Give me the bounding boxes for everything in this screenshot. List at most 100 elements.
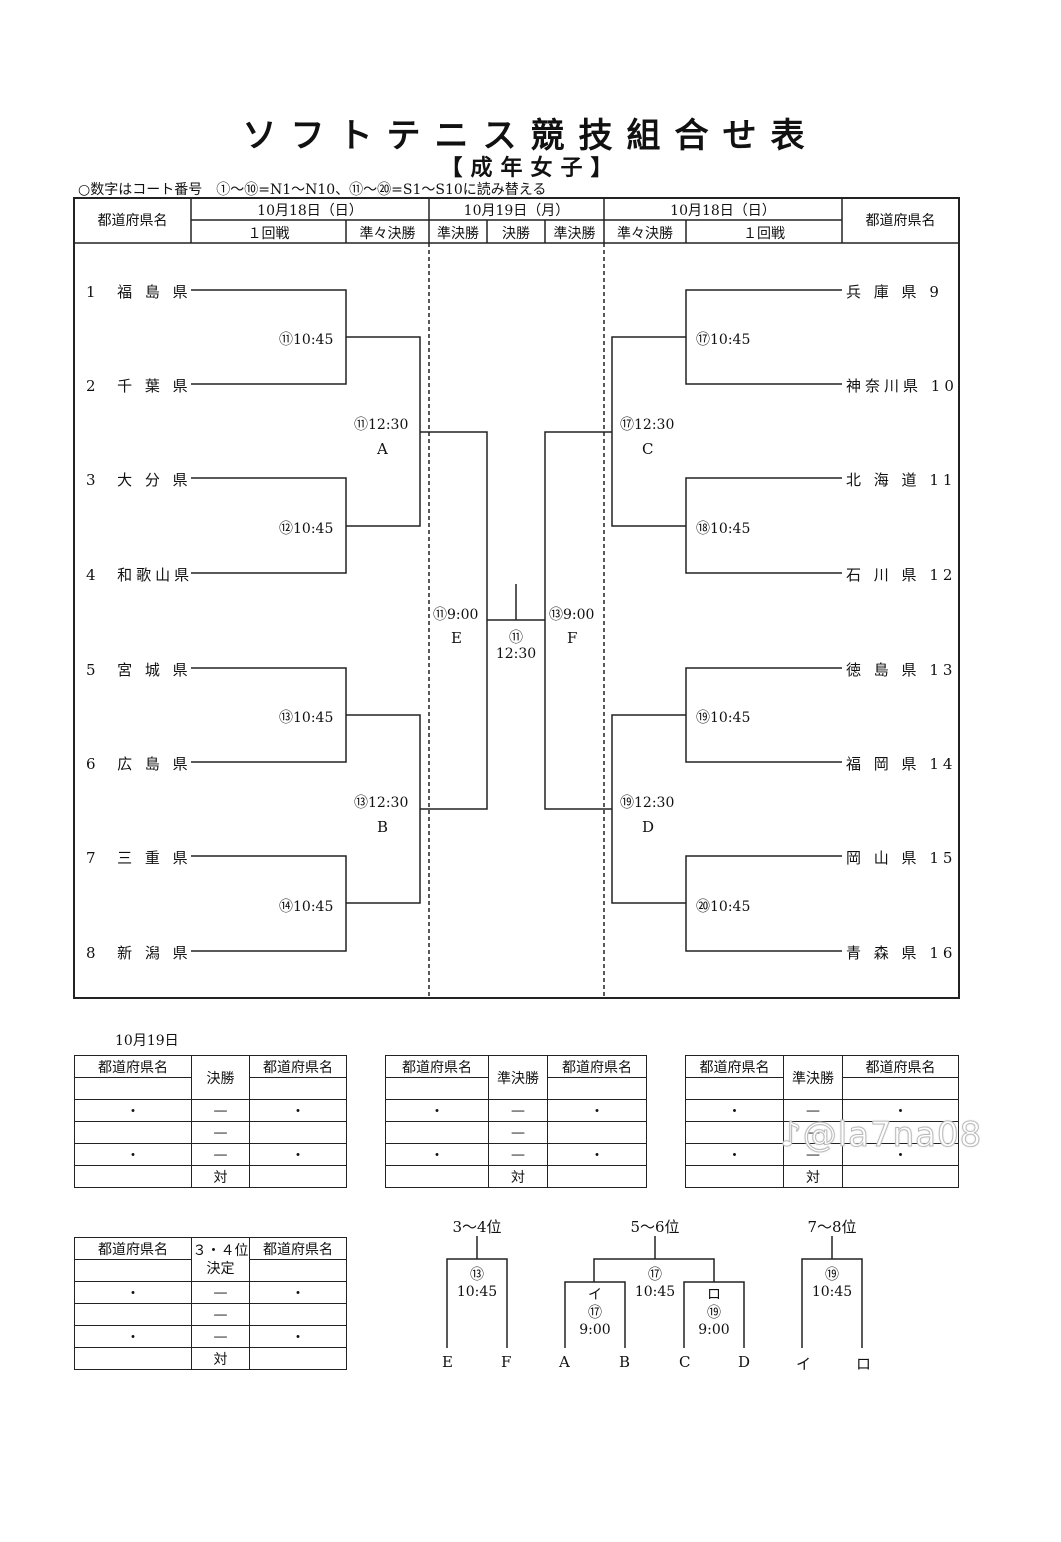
team-right: 神奈川県 10 <box>846 377 958 395</box>
dash-cell: — <box>191 1281 250 1304</box>
blank-cell[interactable] <box>249 1347 347 1370</box>
pref-header-right: 都道府県名 <box>865 213 936 229</box>
p56-right-court: ⑲ <box>707 1305 721 1321</box>
p56-bottom: A <box>559 1353 570 1371</box>
semi-time-left: ⑪9:00 <box>433 607 479 623</box>
blank-cell[interactable] <box>547 1077 647 1100</box>
pref-cell: 都道府県名 <box>74 1237 192 1260</box>
p56-right-time: 9:00 <box>698 1322 730 1338</box>
blank-cell[interactable] <box>547 1165 647 1188</box>
dot-cell: ・ <box>249 1281 347 1304</box>
team-right: 青 森 県 16 <box>846 944 957 962</box>
blank-cell[interactable] <box>685 1077 784 1100</box>
page-title: ソフトテニス競技組合せ表 <box>242 116 819 156</box>
vs-cell: 対 <box>783 1165 843 1188</box>
team-left: 5 宮 城 県 <box>86 661 192 679</box>
blank-cell[interactable] <box>685 1121 784 1144</box>
final-court: ⑪ <box>509 630 523 646</box>
blank-cell[interactable] <box>74 1303 192 1326</box>
match-time: ⑪10:45 <box>279 332 334 348</box>
dash-cell: — <box>191 1325 250 1348</box>
round-cell: 準決勝 <box>488 1055 548 1100</box>
round-cell: 準決勝 <box>783 1055 843 1100</box>
blank-cell[interactable] <box>685 1165 784 1188</box>
dot-cell: ・ <box>385 1099 489 1122</box>
p34-court: ⑬ <box>470 1267 484 1283</box>
quarter-right: 準々決勝 <box>617 226 673 242</box>
semi-result-table: 都道府県名準決勝都道府県名 ・—・ — ・—・ 対 <box>685 1055 959 1188</box>
p56-left-court: ⑰ <box>588 1305 602 1321</box>
blank-cell[interactable] <box>249 1259 347 1282</box>
dot-cell: ・ <box>249 1143 347 1166</box>
blank-cell[interactable] <box>249 1303 347 1326</box>
p78-right: ロ <box>856 1355 872 1373</box>
round1-left: １回戦 <box>247 226 290 242</box>
date-left: 10月18日（日） <box>257 203 363 219</box>
p34-time: 10:45 <box>456 1284 498 1300</box>
pref-cell: 都道府県名 <box>74 1055 192 1078</box>
dash-cell: — <box>488 1143 548 1166</box>
round-cell: 決勝 <box>191 1055 250 1100</box>
p56-left-label: イ <box>588 1287 602 1303</box>
dot-cell: ・ <box>74 1281 192 1304</box>
semi-label-right: F <box>567 629 578 647</box>
semi-label-left: E <box>451 629 462 647</box>
blank-cell[interactable] <box>842 1077 959 1100</box>
dot-cell: ・ <box>685 1099 784 1122</box>
match-time: ⑲10:45 <box>696 710 751 726</box>
blank-cell[interactable] <box>74 1121 192 1144</box>
tiktok-watermark: ♪@la7na08 <box>779 1115 983 1156</box>
pref-header-left: 都道府県名 <box>97 213 168 229</box>
p56-time: 10:45 <box>634 1284 676 1300</box>
results-date: 10月19日 <box>115 1033 179 1049</box>
match-time: ⑭10:45 <box>279 899 334 915</box>
dash-cell: — <box>783 1143 843 1166</box>
p56-right-label: ロ <box>707 1287 721 1303</box>
blank-cell[interactable] <box>385 1121 489 1144</box>
p56-bottom: D <box>738 1353 751 1371</box>
team-left: 8 新 潟 県 <box>86 944 192 962</box>
p78-court: ⑲ <box>825 1267 839 1283</box>
quarter-time: ⑬12:30 <box>354 795 409 811</box>
dot-cell: ・ <box>547 1099 647 1122</box>
dot-cell: ・ <box>249 1325 347 1348</box>
round1-right: １回戦 <box>743 226 785 242</box>
quarter-time: ⑲12:30 <box>620 795 675 811</box>
team-left: 1 福 島 県 <box>86 283 192 301</box>
pref-cell: 都道府県名 <box>685 1055 784 1078</box>
p56-title: 5〜6位 <box>630 1218 680 1236</box>
semi-right: 準決勝 <box>553 226 596 242</box>
team-right: 徳 島 県 13 <box>846 661 957 679</box>
blank-cell[interactable] <box>74 1259 192 1282</box>
blank-cell[interactable] <box>385 1077 489 1100</box>
final-time: 12:30 <box>495 646 537 662</box>
team-right: 北 海 道 11 <box>846 471 957 489</box>
p78-left: イ <box>796 1355 812 1373</box>
p56-bottom: C <box>679 1353 691 1371</box>
pref-cell: 都道府県名 <box>547 1055 647 1078</box>
team-left: 6 広 島 県 <box>86 755 192 773</box>
match-time: ⑫10:45 <box>279 521 334 537</box>
dash-cell: — <box>191 1099 250 1122</box>
p56-court: ⑰ <box>648 1267 662 1283</box>
blank-cell[interactable] <box>249 1077 347 1100</box>
blank-cell[interactable] <box>547 1121 647 1144</box>
dash-cell: — <box>488 1099 548 1122</box>
team-left: 4 和歌山県 <box>86 566 194 584</box>
dot-cell: ・ <box>74 1099 192 1122</box>
blank-cell[interactable] <box>249 1121 347 1144</box>
blank-cell[interactable] <box>74 1165 192 1188</box>
quarter-label: B <box>377 818 389 836</box>
blank-cell[interactable] <box>385 1165 489 1188</box>
court-note: ○数字はコート番号 ①〜⑩=N1〜N10、⑪〜⑳=S1〜S10に読み替える <box>78 182 547 198</box>
dash-cell: — <box>191 1143 250 1166</box>
blank-cell[interactable] <box>842 1165 959 1188</box>
match-time: ⑳10:45 <box>696 899 751 915</box>
dot-cell: ・ <box>385 1143 489 1166</box>
vs-cell: 対 <box>191 1165 250 1188</box>
blank-cell[interactable] <box>74 1347 192 1370</box>
quarter-label: C <box>642 440 654 458</box>
blank-cell[interactable] <box>74 1077 192 1100</box>
quarter-label: A <box>377 440 388 458</box>
blank-cell[interactable] <box>249 1165 347 1188</box>
